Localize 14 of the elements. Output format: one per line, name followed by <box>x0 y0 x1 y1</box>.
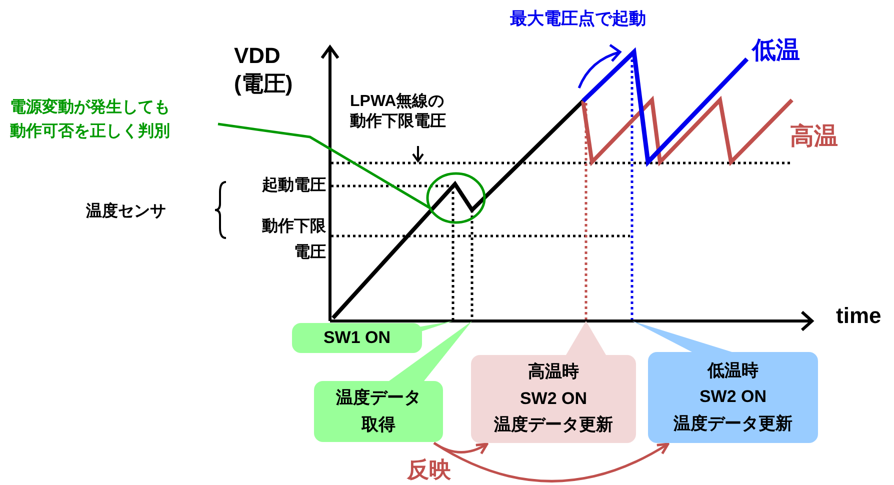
threshold-label: 起動電圧 <box>261 176 326 196</box>
annotation-text: 電源変動が発生しても動作可否を正しく判別 <box>10 96 176 146</box>
leader-line <box>218 122 431 210</box>
axis-label: VDD (電圧) <box>234 42 294 97</box>
threshold-label: LPWA無線の動作下限電圧 <box>350 92 447 132</box>
annotation-text: 最大電圧点で起動 <box>510 8 647 30</box>
threshold-label: 動作下限電圧 <box>261 217 326 263</box>
highlight-ellipse <box>426 172 486 224</box>
axis-label: time <box>836 302 882 330</box>
curve-label: 高温 <box>790 122 839 152</box>
curve-label: 低温 <box>752 36 801 66</box>
arrow <box>433 442 670 482</box>
sensor-label: 温度センサ <box>86 202 167 222</box>
edge-label: 反映 <box>405 458 453 482</box>
